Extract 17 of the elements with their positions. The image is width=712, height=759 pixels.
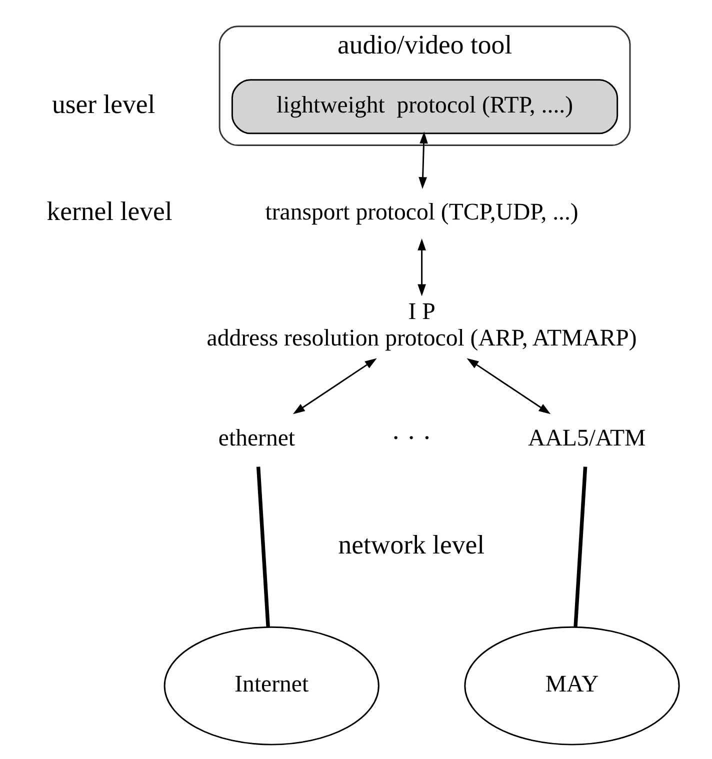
- arrow: [292, 358, 377, 414]
- arrow: [418, 132, 428, 190]
- arrow: [418, 238, 426, 296]
- node-text: transport protocol (TCP,UDP, ...): [265, 199, 578, 226]
- arrow: [466, 358, 551, 414]
- node-ellipse: MAY: [464, 626, 680, 746]
- node-text: ethernet: [218, 425, 296, 452]
- node-text: AAL5/ATM: [528, 425, 646, 452]
- node-box: lightweight protocol (RTP, ....): [231, 79, 618, 134]
- label: user level: [52, 89, 156, 120]
- node-ellipse: Internet: [164, 626, 380, 746]
- connector: [574, 466, 588, 628]
- label: · · ·: [391, 422, 432, 452]
- label: network level: [338, 529, 485, 560]
- connector: [256, 466, 270, 628]
- label: kernel level: [46, 196, 172, 226]
- node-text: I P address resolution protocol (ARP, ATMARP): [206, 298, 637, 352]
